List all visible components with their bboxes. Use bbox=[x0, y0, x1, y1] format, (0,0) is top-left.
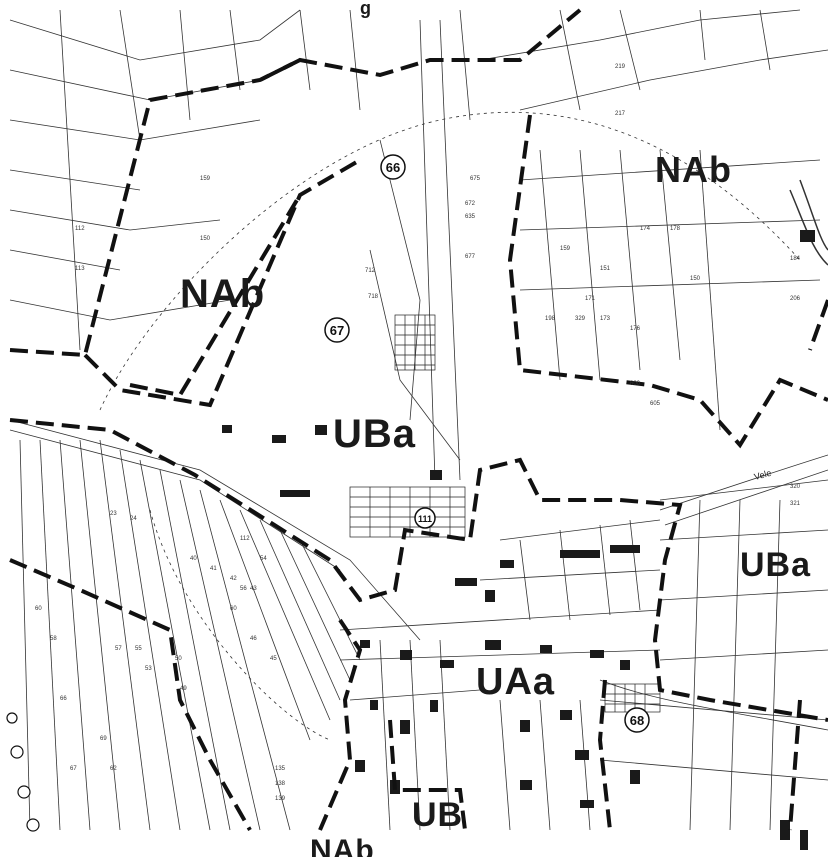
parcel-number: 60 bbox=[230, 606, 237, 612]
parcel-number: 159 bbox=[560, 246, 571, 252]
parcel-number: 635 bbox=[465, 214, 476, 220]
parcel-number: 184 bbox=[790, 256, 801, 262]
parcel-lines bbox=[9, 9, 828, 831]
parcel-number: 53 bbox=[145, 666, 152, 672]
zone-boundaries bbox=[9, 8, 828, 831]
parcel-number: 173 bbox=[600, 316, 611, 322]
parcel-number: 23 bbox=[110, 511, 117, 517]
parcel-number: 112 bbox=[75, 226, 85, 232]
edge-circles bbox=[6, 712, 40, 832]
parcel-number: 718 bbox=[368, 294, 379, 300]
parcel-number: 43 bbox=[250, 586, 257, 592]
parcel-number: 206 bbox=[790, 296, 801, 302]
parcel-number: 135 bbox=[275, 766, 286, 772]
parcel-number: 320 bbox=[790, 484, 801, 490]
parcel-number: 56 bbox=[240, 586, 247, 592]
marker-67: 67 bbox=[324, 317, 350, 343]
parcel-number: 219 bbox=[615, 64, 626, 70]
zone-label-nab-right: NAb bbox=[655, 149, 732, 190]
parcel-number: 112 bbox=[240, 536, 250, 542]
parcel-number: 329 bbox=[575, 316, 586, 322]
parcel-number: 605 bbox=[650, 401, 661, 407]
map-header-fragment: g bbox=[360, 0, 372, 18]
parcel-number: 174 bbox=[640, 226, 651, 232]
parcel-number: 675 bbox=[470, 176, 481, 182]
buildings bbox=[222, 230, 815, 850]
marker-111: 111 bbox=[414, 507, 436, 529]
parcel-number: 57 bbox=[115, 646, 122, 652]
zone-label-nab-bottom: NAb bbox=[310, 834, 375, 857]
marker-66-label: 66 bbox=[386, 160, 400, 175]
parcel-number: 40 bbox=[190, 556, 197, 562]
parcel-number: 672 bbox=[465, 201, 476, 207]
parcel-number: 42 bbox=[230, 576, 237, 582]
marker-111-label: 111 bbox=[418, 514, 432, 524]
parcel-number: 198 bbox=[545, 316, 556, 322]
parcel-number: 600 bbox=[630, 381, 641, 387]
parcel-number: 150 bbox=[200, 236, 211, 242]
parcel-number: 138 bbox=[275, 781, 286, 787]
parcel-number: 150 bbox=[690, 276, 701, 282]
parcel-number: 321 bbox=[790, 501, 801, 507]
parcel-number: 217 bbox=[615, 111, 626, 117]
marker-68: 68 bbox=[624, 707, 650, 733]
zone-label-uaa: UAa bbox=[476, 661, 555, 703]
zone-label-ub: UB bbox=[412, 796, 463, 834]
parcel-number: 66 bbox=[60, 696, 67, 702]
parcel-number: 41 bbox=[210, 566, 217, 572]
parcel-number: 24 bbox=[130, 516, 137, 522]
parcel-number: 113 bbox=[75, 266, 85, 272]
parcel-number: 151 bbox=[600, 266, 611, 272]
parcel-number: 55 bbox=[135, 646, 142, 652]
parcel-number: 712 bbox=[365, 268, 376, 274]
parcel-number: 50 bbox=[175, 656, 182, 662]
parcel-number: 67 bbox=[70, 766, 77, 772]
zone-label-uba-right: UBa bbox=[740, 546, 811, 584]
parcel-number: 159 bbox=[200, 176, 211, 182]
parcel-number: 54 bbox=[260, 556, 267, 562]
parcel-number: 58 bbox=[50, 636, 57, 642]
marker-67-label: 67 bbox=[330, 323, 344, 338]
parcel-number: 178 bbox=[670, 226, 681, 232]
parcel-number: 139 bbox=[275, 796, 286, 802]
zone-label-uba-center: UBa bbox=[333, 412, 416, 456]
marker-66: 66 bbox=[380, 154, 406, 180]
parcel-number: 677 bbox=[465, 254, 476, 260]
parcel-number: 69 bbox=[100, 736, 107, 742]
street-label-vele: Vele bbox=[753, 468, 773, 482]
parcel-number: 171 bbox=[585, 296, 596, 302]
parcel-number: 60 bbox=[35, 606, 42, 612]
marker-68-label: 68 bbox=[630, 713, 644, 728]
parcel-number: 49 bbox=[180, 686, 187, 692]
parcel-number: 45 bbox=[270, 656, 277, 662]
parcel-numbers: 219 217 675 672 635 677 112 113 712 718 159 150 600 6… bbox=[35, 64, 801, 802]
parcel-number: 46 bbox=[250, 636, 257, 642]
zone-label-nab-left: NAb bbox=[180, 272, 265, 316]
parcel-number: 176 bbox=[630, 326, 641, 332]
parcel-number: 62 bbox=[110, 766, 117, 772]
